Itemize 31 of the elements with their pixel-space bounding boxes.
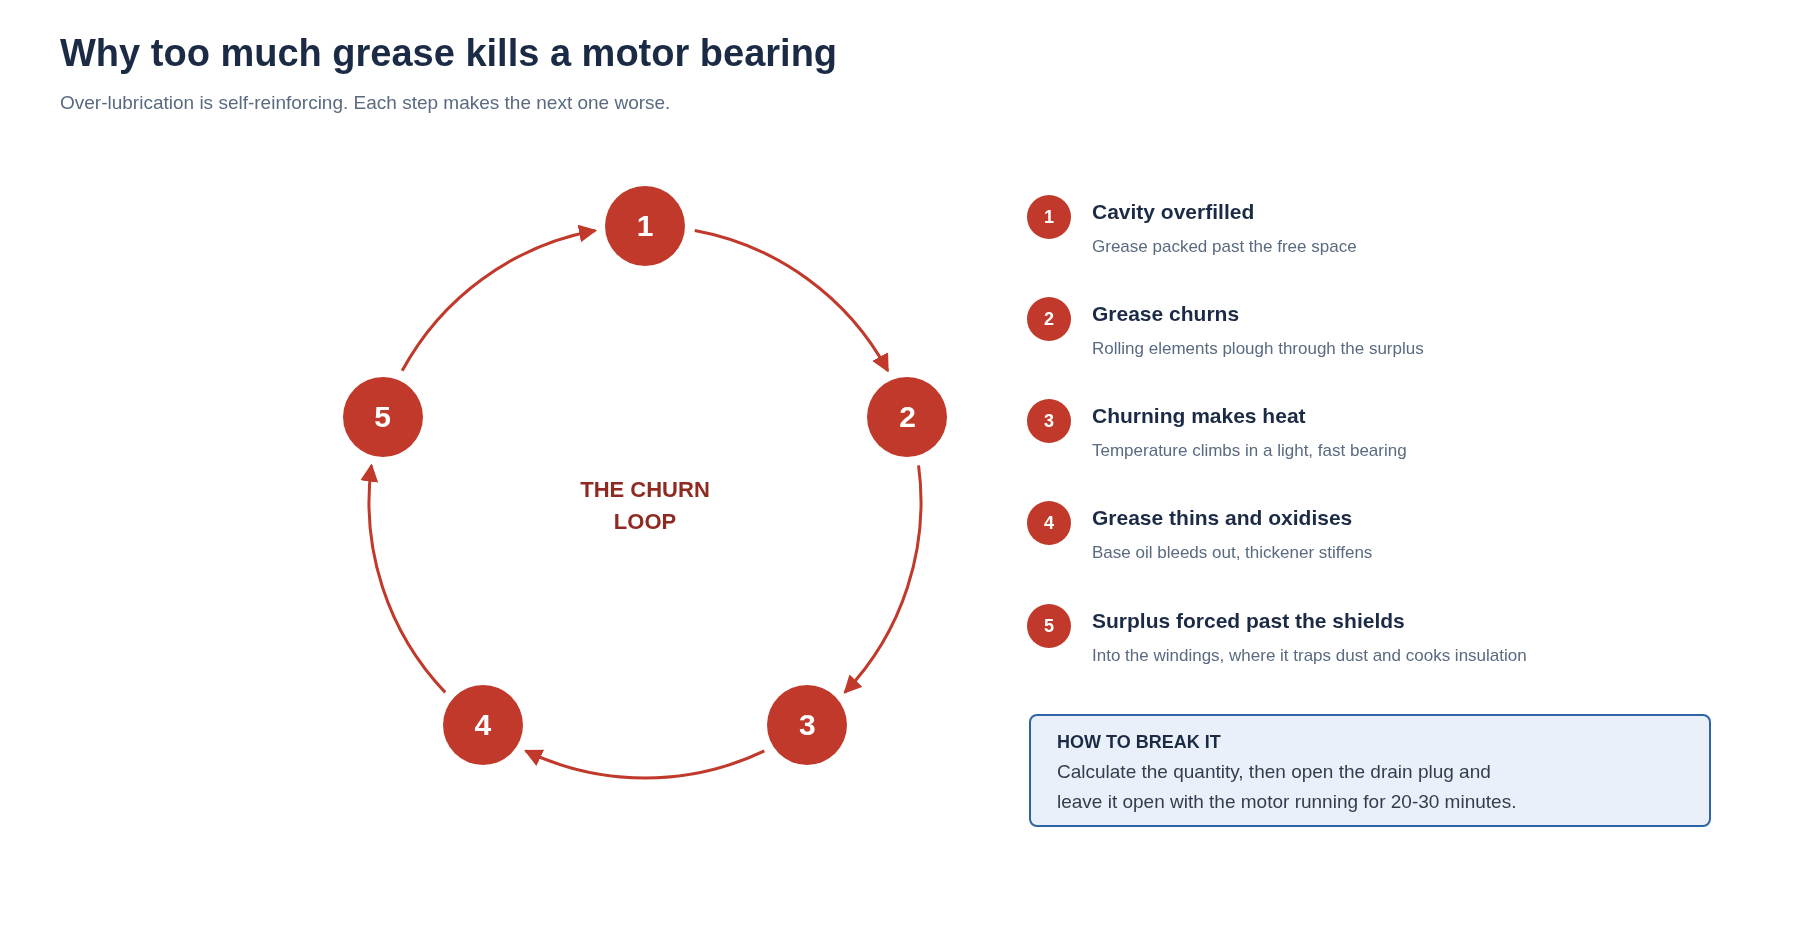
loop-label: THE CHURN LOOP (579, 476, 711, 536)
number-badge: 3 (1027, 399, 1071, 443)
step-description: Temperature climbs in a light, fast bearing (1092, 441, 1407, 461)
step-heading: Cavity overfilled (1092, 200, 1255, 224)
arrow (843, 465, 923, 694)
callout-heading: HOW TO BREAK IT (1057, 732, 1221, 753)
arrow (694, 229, 890, 373)
arrow (524, 748, 765, 779)
number-badge: 1 (1027, 195, 1071, 239)
arrow (400, 225, 597, 372)
step-description: Grease packed past the free space (1092, 237, 1357, 257)
step-circle: 2 (867, 376, 948, 457)
number-badge: 4 (1027, 501, 1071, 545)
step-description: Base oil bleeds out, thickener stiffens (1092, 543, 1373, 563)
step-heading: Grease thins and oxidises (1092, 506, 1353, 530)
step-circle: 5 (342, 376, 423, 457)
page-title: Why too much grease kills a motor bearing (60, 32, 838, 75)
callout-box (1029, 714, 1711, 827)
step-description: Rolling elements plough through the surplus (1092, 339, 1424, 359)
step-heading: Grease churns (1092, 302, 1240, 326)
subtitle: Over-lubrication is self-reinforcing. Each step makes the next one worse. (60, 92, 671, 114)
step-heading: Surplus forced past the shields (1092, 609, 1405, 633)
step-circle: 3 (767, 685, 848, 766)
arrow (361, 463, 447, 694)
number-badge: 5 (1027, 604, 1071, 648)
number-badge: 2 (1027, 297, 1071, 341)
callout-text: Calculate the quantity, then open the drain plug and leave it open with the motor running for 20-30 minutes. (1057, 760, 1518, 814)
step-description: Into the windings, where it traps dust and cooks insulation (1092, 646, 1527, 666)
step-circle: 4 (442, 685, 523, 766)
step-circle: 1 (605, 186, 685, 266)
step-heading: Churning makes heat (1092, 404, 1306, 428)
